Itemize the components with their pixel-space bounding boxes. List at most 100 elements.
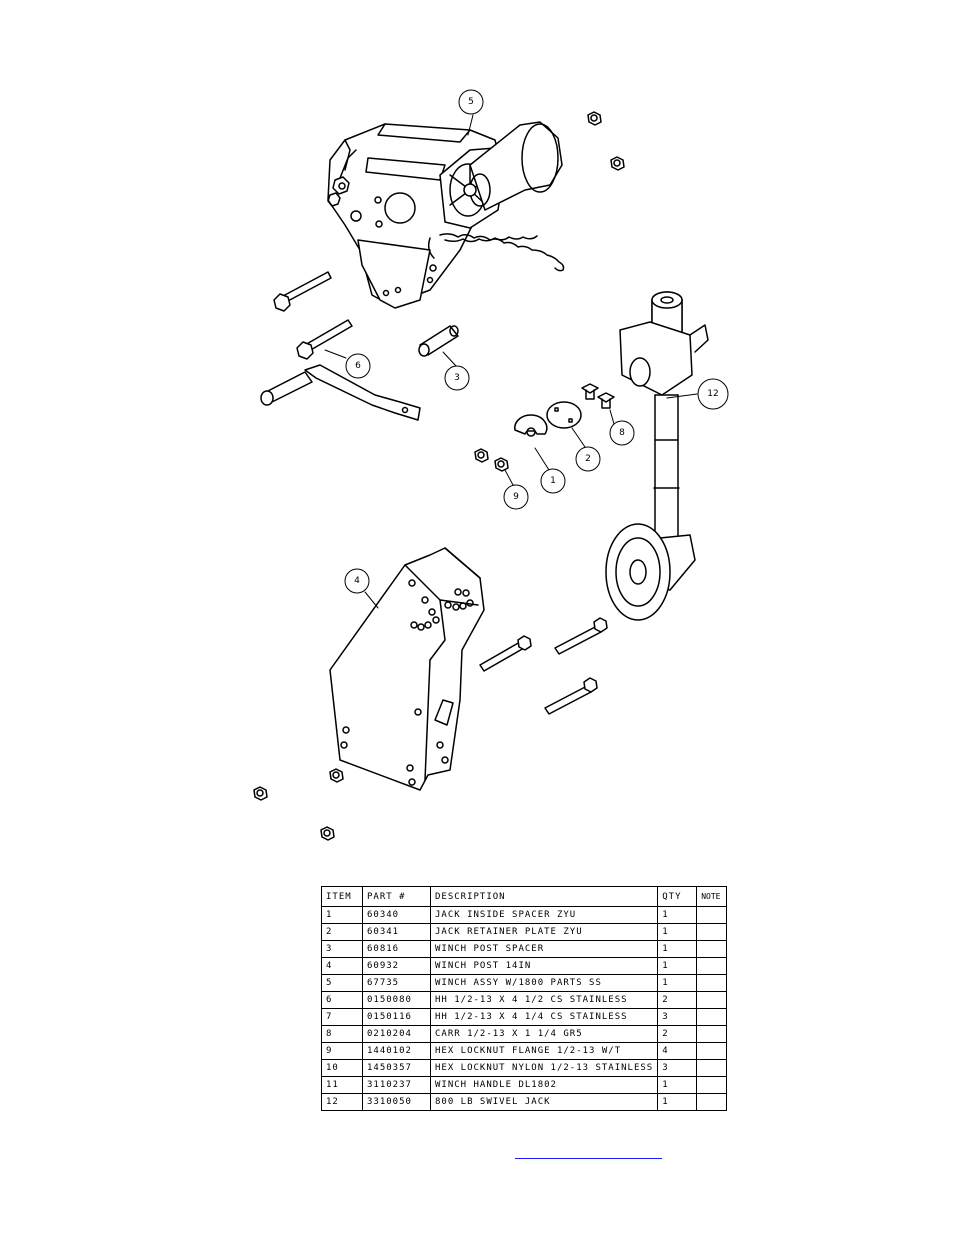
flange-nut-top-2	[610, 156, 625, 171]
cell-qty: 3	[657, 1008, 698, 1026]
cell-item: 1	[321, 906, 363, 924]
cell-part: 1450357	[362, 1059, 431, 1077]
cell-description: WINCH POST SPACER	[429, 940, 659, 958]
nylon-lock-nuts	[253, 768, 344, 841]
cell-description: JACK INSIDE SPACER ZYU	[429, 906, 659, 924]
svg-text:12: 12	[707, 389, 718, 399]
callout-bubble: 8	[609, 420, 635, 446]
cell-qty: 1	[657, 974, 698, 992]
cell-note	[696, 1093, 728, 1111]
cell-description: CARR 1/2-13 X 1 1/4 GR5	[429, 1025, 659, 1043]
cell-item: 12	[321, 1093, 363, 1111]
cell-qty: 4	[657, 1042, 698, 1060]
cell-note	[696, 1059, 728, 1077]
cell-item: 3	[321, 940, 363, 958]
cell-part: 60341	[362, 923, 431, 941]
cell-description: HEX LOCKNUT NYLON 1/2-13 STAINLESS	[429, 1059, 659, 1077]
cell-note	[696, 1042, 728, 1060]
header-item: ITEM	[321, 886, 363, 907]
hex-bolt-post-2	[554, 617, 608, 655]
cell-qty: 1	[657, 940, 698, 958]
table-header-row: ITEM PART # DESCRIPTION QTY NOTE	[321, 886, 728, 907]
svg-text:3: 3	[454, 373, 460, 383]
cell-qty: 1	[657, 957, 698, 975]
cell-qty: 1	[657, 1076, 698, 1094]
jack-inside-spacer	[514, 414, 548, 437]
flange-nut-top-1	[587, 111, 602, 126]
cell-item: 2	[321, 923, 363, 941]
header-part-number: PART #	[362, 886, 431, 907]
cell-part: 3310050	[362, 1093, 431, 1111]
cell-description: HH 1/2-13 X 4 1/2 CS STAINLESS	[429, 991, 659, 1009]
cell-description: HEX LOCKNUT FLANGE 1/2-13 W/T	[429, 1042, 659, 1060]
cell-description: WINCH HANDLE DL1802	[429, 1076, 659, 1094]
footer-link-underline[interactable]	[515, 1158, 662, 1159]
cell-qty: 1	[657, 906, 698, 924]
header-description: DESCRIPTION	[429, 886, 659, 907]
cell-item: 8	[321, 1025, 363, 1043]
flange-nuts-item-9	[474, 448, 509, 472]
callout-bubble: 2	[575, 446, 601, 472]
cell-item: 10	[321, 1059, 363, 1077]
cell-item: 7	[321, 1008, 363, 1026]
callout-bubble: 5	[458, 89, 484, 115]
header-note: NOTE	[696, 886, 728, 907]
exploded-assembly-drawing: 5 6 3 12 8 2 1 9 4	[253, 89, 729, 841]
callout-leaders	[324, 114, 698, 609]
cell-qty: 2	[657, 1025, 698, 1043]
cell-qty: 1	[657, 1093, 698, 1111]
winch-assembly	[327, 121, 565, 309]
callout-bubble: 3	[444, 365, 470, 391]
cell-description: WINCH POST 14IN	[429, 957, 659, 975]
callout-bubble: 1	[540, 468, 566, 494]
cell-note	[696, 957, 728, 975]
cell-part: 0150116	[362, 1008, 431, 1026]
cell-qty: 1	[657, 923, 698, 941]
cell-part: 60816	[362, 940, 431, 958]
hex-bolt-upper	[273, 271, 332, 312]
cell-description: 800 LB SWIVEL JACK	[429, 1093, 659, 1111]
cell-item: 11	[321, 1076, 363, 1094]
hex-bolt-post-3	[544, 677, 598, 715]
callout-bubble: 12	[697, 378, 729, 410]
cell-note	[696, 1008, 728, 1026]
cell-part: 0150080	[362, 991, 431, 1009]
cell-note	[696, 940, 728, 958]
svg-text:9: 9	[513, 492, 519, 502]
callout-bubble: 6	[345, 353, 371, 379]
swivel-jack	[605, 291, 709, 621]
svg-text:1: 1	[550, 476, 556, 486]
cell-item: 5	[321, 974, 363, 992]
cell-part: 1440102	[362, 1042, 431, 1060]
cell-part: 60932	[362, 957, 431, 975]
cell-part: 67735	[362, 974, 431, 992]
hex-bolt-post-1	[479, 635, 532, 672]
cell-item: 9	[321, 1042, 363, 1060]
cell-description: HH 1/2-13 X 4 1/4 CS STAINLESS	[429, 1008, 659, 1026]
cell-note	[696, 991, 728, 1009]
cell-note	[696, 923, 728, 941]
cell-description: WINCH ASSY W/1800 PARTS SS	[429, 974, 659, 992]
hex-bolt-item-6	[296, 319, 353, 360]
svg-text:4: 4	[354, 576, 360, 586]
winch-post-spacer	[418, 325, 459, 357]
cell-note	[696, 1025, 728, 1043]
header-qty: QTY	[657, 886, 698, 907]
cell-item: 6	[321, 991, 363, 1009]
cell-part: 0210204	[362, 1025, 431, 1043]
svg-text:8: 8	[619, 428, 625, 438]
cell-note	[696, 906, 728, 924]
